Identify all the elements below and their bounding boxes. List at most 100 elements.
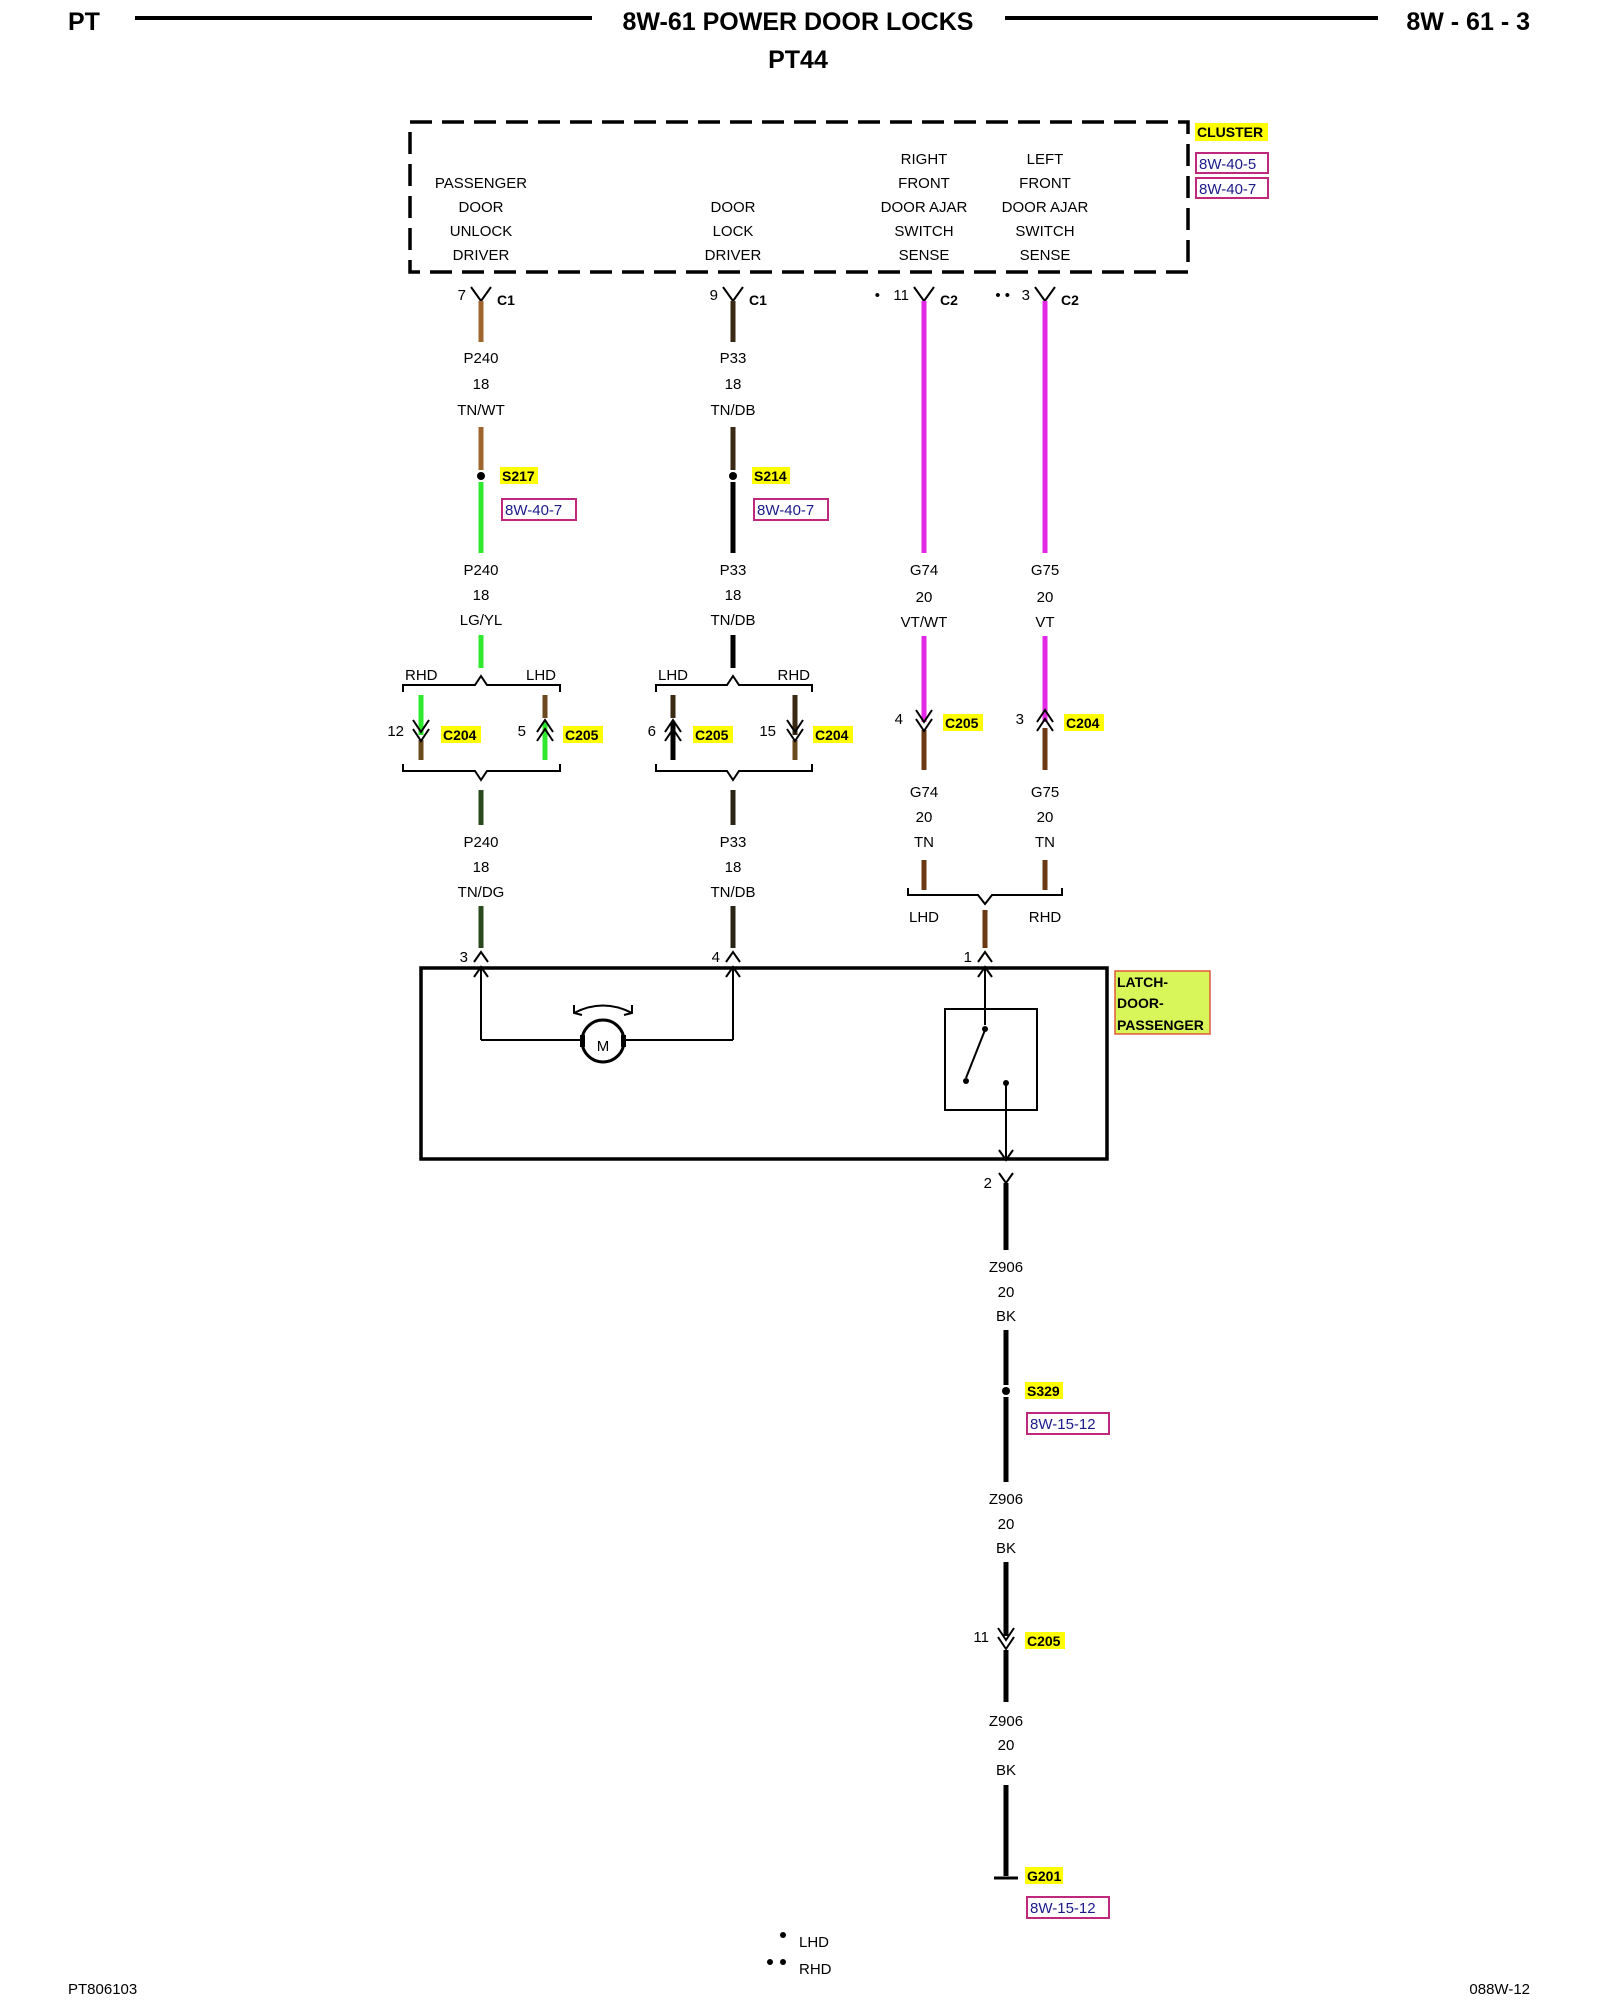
- pin-number: 7: [458, 287, 466, 304]
- pin-label-line: DOOR: [711, 199, 756, 216]
- connector-id: C205: [695, 727, 729, 743]
- pin-label-line: SENSE: [1020, 247, 1071, 264]
- wire-color: TN/DB: [711, 402, 756, 419]
- wire-code: P33: [720, 834, 747, 851]
- pin-number: 9: [710, 287, 718, 304]
- footer-right: 088W-12: [1469, 1981, 1530, 1998]
- splice-id: S217: [502, 468, 535, 484]
- connector-id: C204: [443, 727, 477, 743]
- page-title: 8W-61 POWER DOOR LOCKS: [623, 8, 974, 36]
- legend-lhd: LHD: [799, 1934, 829, 1951]
- cluster-label-highlight: [1195, 123, 1268, 141]
- wire-gauge: 18: [725, 859, 742, 876]
- pin-label-line: SENSE: [899, 247, 950, 264]
- wire-color: BK: [996, 1540, 1016, 1557]
- connector-id: C205: [945, 715, 979, 731]
- wire-code: G75: [1031, 784, 1059, 801]
- wire-code: G74: [910, 784, 938, 801]
- wire-color: TN/WT: [457, 402, 504, 419]
- branch-label: RHD: [778, 667, 811, 684]
- rhd-lhd-marker: •: [875, 287, 880, 304]
- pin-label-line: FRONT: [1019, 175, 1071, 192]
- pin-number: 12: [387, 723, 404, 740]
- rhd-lhd-marker: • •: [995, 287, 1010, 304]
- wire-gauge: 20: [998, 1284, 1015, 1301]
- ground-ref: 8W-15-12: [1030, 1900, 1096, 1917]
- splice-id: S329: [1027, 1383, 1060, 1399]
- splice-ref: 8W-40-7: [757, 502, 814, 519]
- connector-id: C204: [1066, 715, 1100, 731]
- pin-number: 3: [1022, 287, 1030, 304]
- pin-number: 3: [460, 949, 468, 966]
- latch-name-line: PASSENGER: [1117, 1017, 1204, 1033]
- connector-id: C2: [1061, 292, 1079, 308]
- wire-gauge: 18: [473, 859, 490, 876]
- wire-code: P33: [720, 562, 747, 579]
- wire-code: Z906: [989, 1713, 1023, 1730]
- pin-number: 11: [893, 287, 909, 304]
- splice-id: S214: [754, 468, 787, 484]
- pin-number: 3: [1016, 711, 1024, 728]
- pin-number: 4: [712, 949, 720, 966]
- branch-label: RHD: [405, 667, 438, 684]
- pin-label-line: DRIVER: [453, 247, 510, 264]
- wire-color: TN/DG: [458, 884, 505, 901]
- pin-label-line: PASSENGER: [435, 175, 527, 192]
- pin-number: 1: [964, 949, 972, 966]
- wire-gauge: 20: [998, 1516, 1015, 1533]
- wire-code: Z906: [989, 1259, 1023, 1276]
- page-subtitle: PT44: [768, 46, 828, 74]
- pin-label-line: DOOR: [459, 199, 504, 216]
- join-label: LHD: [909, 909, 939, 926]
- motor-icon: M: [580, 1018, 626, 1064]
- pin-label-line: DOOR AJAR: [881, 199, 968, 216]
- wire-color: TN/DB: [711, 884, 756, 901]
- wire-color: TN: [914, 834, 934, 851]
- wire-color: VT/WT: [901, 614, 948, 631]
- wire-gauge: 20: [1037, 809, 1054, 826]
- wire-color: BK: [996, 1762, 1016, 1779]
- cluster-ref-1: 8W-40-5: [1199, 156, 1256, 173]
- wire-color: LG/YL: [460, 612, 503, 629]
- splice-dot: [729, 472, 737, 480]
- pin-label-line: DOOR AJAR: [1002, 199, 1089, 216]
- door-ajar-switch-icon: [944, 965, 1038, 1162]
- wire-gauge: 20: [916, 589, 933, 606]
- connector-id: C1: [749, 292, 767, 308]
- branch-label: LHD: [526, 667, 556, 684]
- cluster-name: CLUSTER: [1197, 124, 1263, 140]
- pin-number: 11: [973, 1629, 989, 1646]
- pin-label-line: DRIVER: [705, 247, 762, 264]
- splice-ref: 8W-40-7: [505, 502, 562, 519]
- pin-label-line: RIGHT: [901, 151, 948, 168]
- pin-number: 2: [984, 1175, 992, 1192]
- pin-label-line: SWITCH: [894, 223, 953, 240]
- wire-color: VT: [1035, 614, 1054, 631]
- pin-label-line: UNLOCK: [450, 223, 513, 240]
- wire-gauge: 20: [1037, 589, 1054, 606]
- pin-label-line: FRONT: [898, 175, 950, 192]
- branch-label: LHD: [658, 667, 688, 684]
- header-left: PT: [68, 8, 100, 36]
- wire-gauge: 20: [998, 1737, 1015, 1754]
- pin-label-line: SWITCH: [1015, 223, 1074, 240]
- wire-code: Z906: [989, 1491, 1023, 1508]
- wire-gauge: 18: [473, 376, 490, 393]
- wire-gauge: 18: [725, 376, 742, 393]
- wire-color: TN/DB: [711, 612, 756, 629]
- footer-left: PT806103: [68, 1981, 137, 1998]
- wire-code: P33: [720, 350, 747, 367]
- splice-dot: [1002, 1387, 1010, 1395]
- wire-gauge: 18: [473, 587, 490, 604]
- pin-label-line: LEFT: [1027, 151, 1064, 168]
- cluster-box: [408, 120, 1190, 274]
- latch-door-passenger-box: [419, 966, 1109, 1161]
- cluster-ref-2: 8W-40-7: [1199, 181, 1256, 198]
- pin-number: 15: [759, 723, 776, 740]
- pin-label-line: LOCK: [713, 223, 754, 240]
- connector-id: C204: [815, 727, 849, 743]
- wire-color: TN: [1035, 834, 1055, 851]
- splice-ref: 8W-15-12: [1030, 1416, 1096, 1433]
- pin-number: 6: [648, 723, 656, 740]
